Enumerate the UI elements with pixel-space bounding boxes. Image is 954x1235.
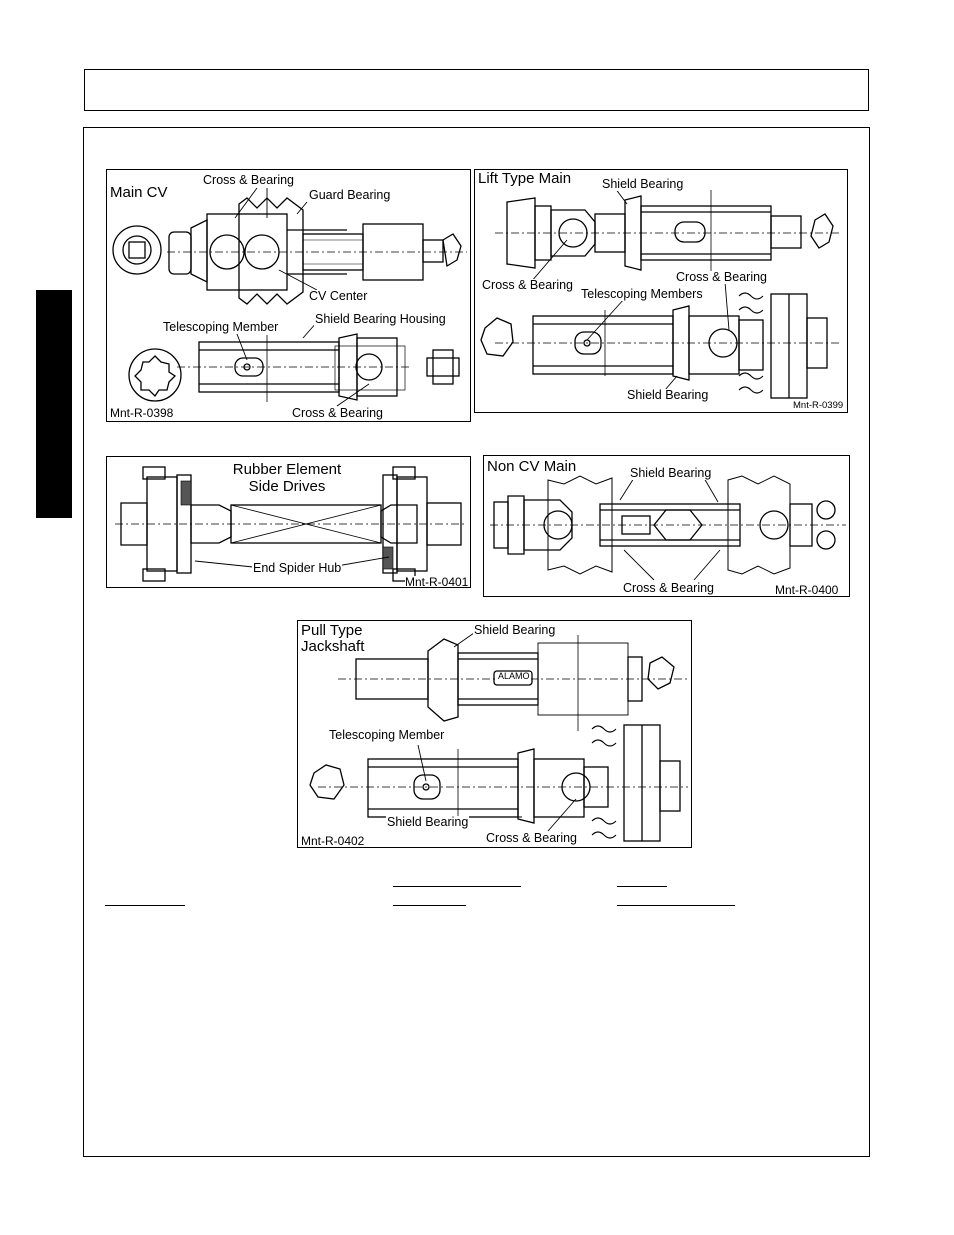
page-header-box bbox=[84, 69, 869, 111]
table-header-underline-3a bbox=[617, 886, 667, 887]
main-cv-shield-bearing-housing-label: Shield Bearing Housing bbox=[314, 312, 447, 326]
rubber-element-title: Rubber Element Side Drives bbox=[217, 461, 357, 495]
figure-non-cv-main: Non CV Main Shield Bearing Cross & Beari… bbox=[483, 455, 850, 597]
main-cv-cross-bearing-top-label: Cross & Bearing bbox=[202, 173, 296, 187]
page-content-box bbox=[83, 127, 870, 1157]
lift-type-main-title: Lift Type Main bbox=[478, 170, 572, 187]
figure-rubber-element: Rubber Element Side Drives End Spider Hu… bbox=[106, 456, 471, 588]
table-header-underline-2a bbox=[393, 886, 521, 887]
pull-type-jackshaft-cross-bearing-label: Cross & Bearing bbox=[485, 831, 579, 845]
main-cv-telescoping-member-label: Telescoping Member bbox=[162, 320, 280, 334]
non-cv-main-figure-code: Mnt-R-0400 bbox=[775, 583, 839, 597]
main-cv-drawing bbox=[112, 187, 467, 407]
non-cv-main-drawing bbox=[490, 475, 846, 581]
pull-type-jackshaft-drawing bbox=[309, 632, 688, 842]
figure-pull-type-jackshaft: Pull Type Jackshaft ALAMO Shield Bearing… bbox=[297, 620, 692, 848]
non-cv-main-title: Non CV Main bbox=[487, 458, 577, 475]
lift-type-main-cross-bearing-left-label: Cross & Bearing bbox=[481, 278, 575, 292]
pull-type-jackshaft-alamo-stamp: ALAMO bbox=[497, 671, 531, 681]
section-side-tab bbox=[36, 290, 72, 518]
pull-type-jackshaft-title-line1: Pull Type bbox=[301, 622, 363, 639]
pull-type-jackshaft-title: Pull Type Jackshaft bbox=[301, 623, 364, 655]
figure-main-cv: Main CV Cross & Bearing Guard Bearing CV… bbox=[106, 169, 471, 422]
figure-lift-type-main: Lift Type Main Shield Bearing Cross & Be… bbox=[474, 169, 848, 413]
table-header-underline-3b bbox=[617, 905, 735, 906]
table-header-underline-1 bbox=[105, 905, 185, 906]
rubber-element-drawing bbox=[115, 466, 467, 582]
main-cv-cross-bearing-bottom-label: Cross & Bearing bbox=[291, 406, 385, 420]
lift-type-main-drawing bbox=[480, 187, 841, 399]
table-header-underline-2b bbox=[393, 905, 466, 906]
lift-type-main-telescoping-members-label: Telescoping Members bbox=[580, 287, 704, 301]
rubber-element-figure-code: Mnt-R-0401 bbox=[405, 575, 469, 588]
rubber-element-end-spider-hub-label: End Spider Hub bbox=[252, 561, 343, 575]
rubber-element-title-line1: Rubber Element bbox=[232, 461, 342, 478]
rubber-element-title-line2: Side Drives bbox=[248, 477, 326, 495]
lift-type-main-cross-bearing-right-label: Cross & Bearing bbox=[675, 270, 769, 284]
main-cv-guard-bearing-label: Guard Bearing bbox=[308, 188, 392, 202]
lift-type-main-figure-code: Mnt-R-0399 bbox=[793, 400, 844, 411]
pull-type-jackshaft-telescoping-member-label: Telescoping Member bbox=[328, 728, 446, 742]
main-cv-title: Main CV bbox=[110, 184, 168, 201]
non-cv-main-cross-bearing-label: Cross & Bearing bbox=[622, 581, 716, 595]
lift-type-main-shield-bearing-bottom-label: Shield Bearing bbox=[626, 388, 710, 402]
pull-type-jackshaft-figure-code: Mnt-R-0402 bbox=[301, 834, 365, 848]
pull-type-jackshaft-shield-bearing-bottom-label: Shield Bearing bbox=[386, 815, 470, 829]
main-cv-figure-code: Mnt-R-0398 bbox=[110, 406, 174, 420]
pull-type-jackshaft-title-line2: Jackshaft bbox=[301, 637, 365, 655]
non-cv-main-shield-bearing-label: Shield Bearing bbox=[629, 466, 713, 480]
lift-type-main-shield-bearing-top-label: Shield Bearing bbox=[601, 177, 685, 191]
main-cv-cv-center-label: CV Center bbox=[308, 289, 369, 303]
pull-type-jackshaft-shield-bearing-top-label: Shield Bearing bbox=[473, 623, 557, 637]
